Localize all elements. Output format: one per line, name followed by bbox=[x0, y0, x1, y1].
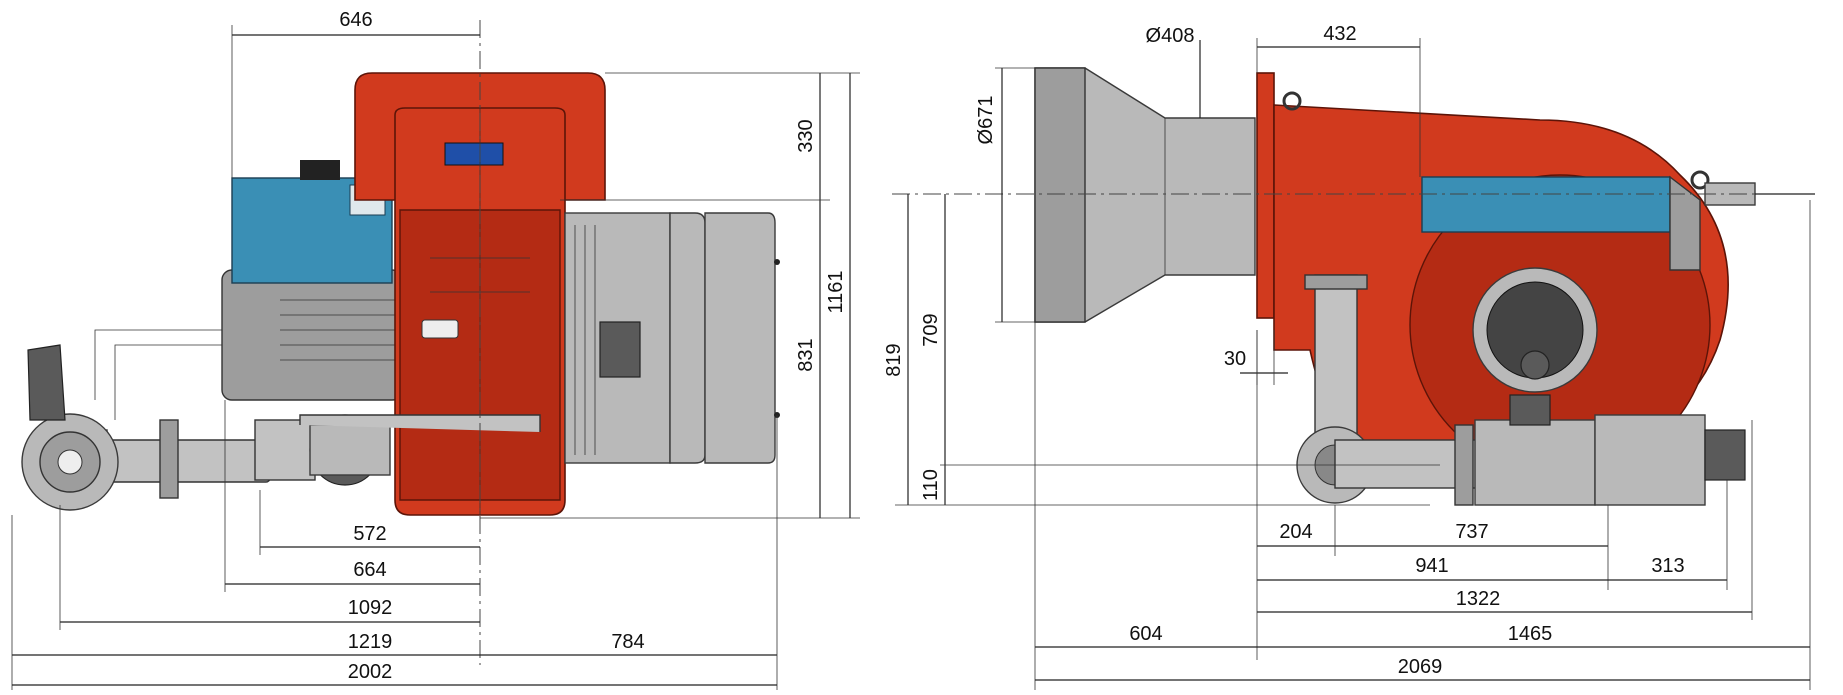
dim-646: 646 bbox=[339, 9, 372, 31]
pilot-line bbox=[94, 329, 230, 400]
fan-motor bbox=[221, 269, 403, 401]
mounting-flange bbox=[1256, 72, 1275, 319]
dim-2069: 2069 bbox=[1398, 656, 1443, 678]
pipe-flange bbox=[1454, 424, 1474, 506]
dim-330: 330 bbox=[795, 119, 817, 152]
motor-fins bbox=[280, 299, 400, 361]
gas-valve bbox=[1474, 419, 1596, 506]
side-view: 646 330 831 1161 572 664 1092 1219 784 2… bbox=[11, 9, 860, 690]
dim-737: 737 bbox=[1455, 521, 1488, 543]
dim-30: 30 bbox=[1224, 348, 1246, 370]
gas-riser bbox=[1314, 274, 1358, 451]
cover-bracket bbox=[1669, 175, 1701, 271]
cover-bolt bbox=[774, 259, 780, 265]
lifting-eye bbox=[1282, 91, 1302, 111]
pilot-line bbox=[114, 344, 230, 420]
dim-1219: 1219 bbox=[348, 631, 393, 653]
front-view: Ø408 432 Ø671 819 709 110 30 204 737 941… bbox=[883, 23, 1815, 690]
housing-display bbox=[444, 142, 504, 166]
dim-604: 604 bbox=[1129, 623, 1162, 645]
air-damper-box bbox=[599, 321, 641, 378]
panel-connector bbox=[300, 160, 340, 180]
dim-831: 831 bbox=[795, 338, 817, 371]
pressure-switch bbox=[1704, 429, 1746, 481]
valve-coil bbox=[1509, 394, 1551, 426]
dim-671: Ø671 bbox=[975, 96, 997, 145]
dim-408: Ø408 bbox=[1146, 25, 1195, 47]
dim-204: 204 bbox=[1279, 521, 1312, 543]
lifting-eye bbox=[1690, 170, 1710, 190]
dimension-lines bbox=[895, 38, 1811, 690]
dim-1465: 1465 bbox=[1508, 623, 1553, 645]
riser-flange bbox=[1304, 274, 1368, 290]
dim-709: 709 bbox=[920, 313, 942, 346]
fan-knob bbox=[1520, 350, 1550, 380]
dim-784: 784 bbox=[611, 631, 644, 653]
dim-941: 941 bbox=[1415, 555, 1448, 577]
dim-1092: 1092 bbox=[348, 597, 393, 619]
head-nozzle-end bbox=[1034, 67, 1086, 323]
gas-regulator bbox=[1594, 414, 1706, 506]
dim-432: 432 bbox=[1323, 23, 1356, 45]
intake-hood bbox=[669, 212, 706, 464]
pressure-switch bbox=[27, 344, 66, 421]
dim-819: 819 bbox=[883, 343, 905, 376]
valve-block bbox=[309, 424, 391, 476]
servomotor-cover bbox=[1421, 176, 1671, 233]
dim-2002: 2002 bbox=[348, 661, 393, 683]
brand-badge bbox=[421, 319, 459, 339]
dim-313: 313 bbox=[1651, 555, 1684, 577]
grille-lines bbox=[574, 225, 596, 455]
gas-train-left bbox=[21, 329, 391, 511]
dim-1161: 1161 bbox=[825, 270, 847, 313]
dimension-lines bbox=[11, 25, 860, 690]
dim-110: 110 bbox=[920, 469, 942, 501]
pipe-flange bbox=[159, 419, 179, 499]
dimension-labels: 646 330 831 1161 572 664 1092 1219 784 2… bbox=[339, 9, 847, 683]
intake-cover bbox=[704, 212, 776, 464]
dim-1322: 1322 bbox=[1456, 588, 1501, 610]
gas-filter-center bbox=[57, 449, 83, 475]
dimension-labels: Ø408 432 Ø671 819 709 110 30 204 737 941… bbox=[883, 23, 1685, 678]
dim-664: 664 bbox=[353, 559, 386, 581]
valve-body bbox=[254, 419, 316, 481]
dim-572: 572 bbox=[353, 523, 386, 545]
